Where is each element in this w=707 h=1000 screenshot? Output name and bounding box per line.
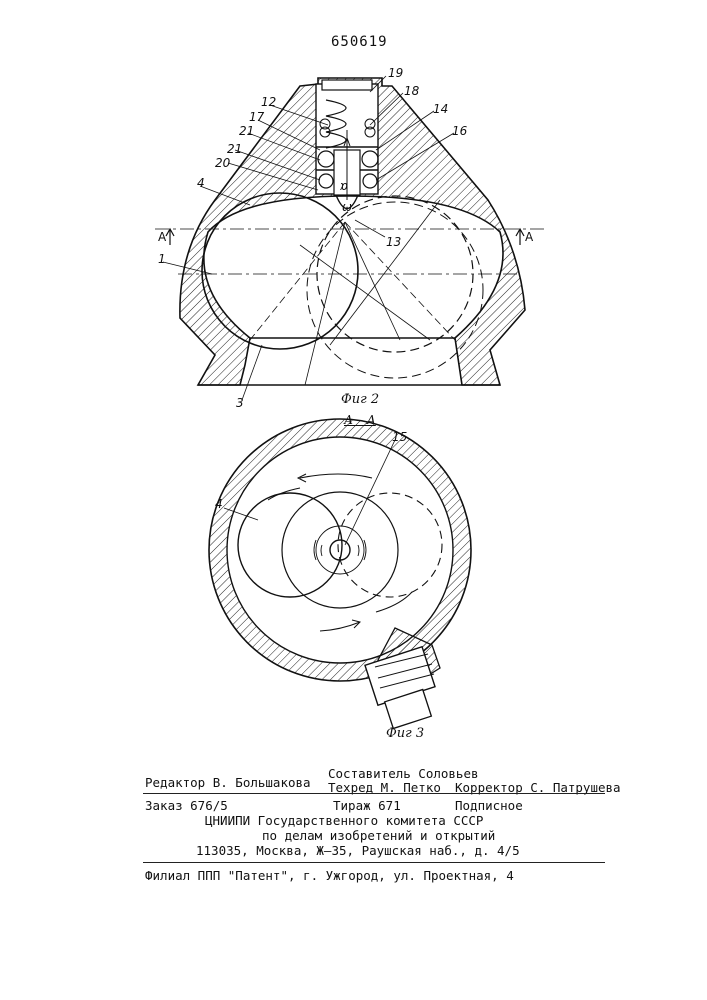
- figure-3-drawing: [209, 419, 471, 728]
- label-21-upper: 21: [239, 124, 254, 138]
- imprint-compiler: Составитель Соловьев: [328, 766, 479, 781]
- label-1: 1: [158, 252, 166, 266]
- imprint-circulation: Тираж 671: [333, 798, 401, 813]
- imprint-org-line2: по делам изобретений и открытий: [262, 828, 495, 843]
- label-omega: ω: [342, 200, 352, 214]
- label-12: 12: [261, 95, 276, 109]
- ball-4: [202, 193, 358, 349]
- section-marker-right: A: [525, 230, 533, 244]
- imprint-rule-bottom: [143, 862, 605, 863]
- label-17: 17: [249, 110, 264, 124]
- figure-2-drawing: [155, 76, 545, 400]
- ring-section: [209, 419, 471, 681]
- label-4: 4: [197, 176, 205, 190]
- imprint-branch: Филиал ППП "Патент", г. Ужгород, ул. Про…: [145, 868, 514, 883]
- label-13: 13: [386, 235, 401, 249]
- figure-2-caption: Фиг 2: [341, 392, 379, 407]
- imprint-editor: Редактор В. Большакова: [145, 775, 311, 790]
- label-rotation: α: [340, 180, 348, 194]
- imprint-org-line1: ЦНИИПИ Государственного комитета СССР: [205, 813, 483, 828]
- ring-inner: [227, 437, 453, 663]
- ball-4-top: [238, 493, 342, 597]
- imprint-address: 113035, Москва, Ж–35, Раушская наб., д. …: [196, 843, 520, 858]
- section-marker-left: A: [158, 230, 166, 244]
- imprint-subscription: Подписное: [455, 798, 523, 813]
- label-20: 20: [215, 156, 230, 170]
- label-15: 15: [392, 430, 407, 444]
- label-18: 18: [404, 84, 419, 98]
- figure-3-caption: Фиг 3: [386, 726, 424, 741]
- label-4-fig3: 4: [215, 497, 223, 511]
- patent-number: 650619: [331, 34, 388, 50]
- imprint-rule-top: [143, 793, 605, 794]
- label-3: 3: [236, 396, 244, 410]
- label-16: 16: [452, 124, 467, 138]
- imprint-order: Заказ 676/5: [145, 798, 228, 813]
- label-21-lower: 21: [227, 142, 242, 156]
- label-14: 14: [433, 102, 448, 116]
- section-title: А – А: [344, 413, 376, 427]
- label-19: 19: [388, 66, 403, 80]
